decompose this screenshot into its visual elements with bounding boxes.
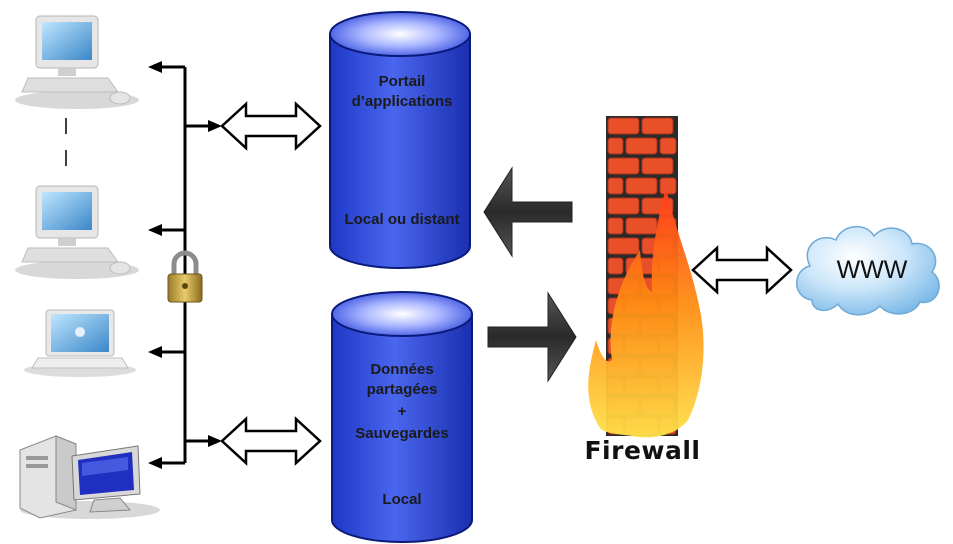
brick [607,237,640,255]
brick [607,177,624,195]
padlock-icon [167,250,203,303]
brick [607,217,624,235]
brick [607,137,624,155]
arrow-to-data-icon [208,435,222,447]
flame-icon [588,188,704,438]
data-title-line4: Sauvegardes [355,425,449,442]
brick [641,157,674,175]
arrow-to-client-1-icon [148,61,162,73]
brick [625,217,658,235]
bus-arrowheads [148,61,222,469]
block-arrow-to-portal-icon [483,166,573,258]
portal-title: Portail d’applications [351,73,453,110]
brick [659,137,677,155]
tower-computer-icon [19,435,160,519]
internet-label: WWW [836,256,908,284]
arrow-to-client-4-icon [148,457,162,469]
brick [607,117,640,135]
brick [607,257,624,275]
arrow-to-client-2-icon [148,224,162,236]
data-title-line1: Données [370,361,434,378]
arrow-to-client-3-icon [148,346,162,358]
brick [625,137,658,155]
client-bus [160,65,212,465]
block-arrow-to-firewall-icon [487,291,577,383]
firewall-label: Firewall [584,436,701,465]
laptop-icon [24,309,136,377]
data-title-line3: + [397,403,407,420]
desktop-computer-icon [15,185,139,279]
brick [607,197,640,215]
portal-location: Local ou distant [344,211,460,228]
brick [625,177,658,195]
brick [659,177,677,195]
double-arrow-data-icon [220,416,322,466]
double-arrow-internet-icon [691,245,793,295]
portal-database-icon [329,11,471,269]
internet-cloud-icon [796,226,940,316]
desktop-computer-icon [15,15,139,109]
brick [607,157,640,175]
arrow-to-portal-icon [208,120,222,132]
brick [641,117,674,135]
double-arrow-portal-icon [220,101,322,151]
data-database-icon [331,291,473,543]
data-title-line2: partagées [366,381,438,398]
data-location: Local [382,491,422,508]
